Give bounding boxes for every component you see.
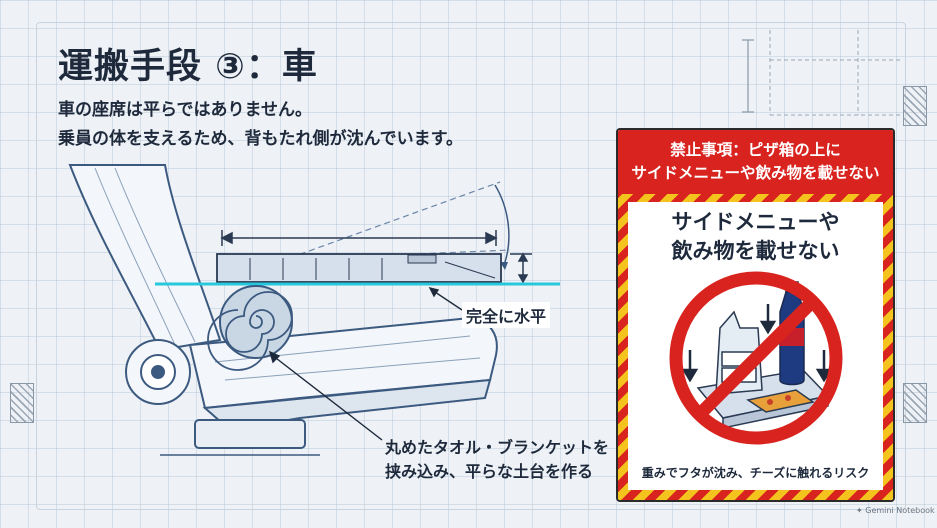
description-line-1: 車の座席は平らではありません。 bbox=[58, 100, 312, 120]
towel-leader bbox=[268, 350, 383, 441]
watermark: ✦ Gemini Notebook bbox=[856, 506, 935, 515]
watermark-text: Gemini Notebook bbox=[865, 506, 935, 515]
towel-label-line-1: 丸めたタオル・ブランケットを bbox=[385, 438, 610, 457]
down-arrow-icon bbox=[681, 304, 833, 383]
warning-risk-text: 重みでフタが沈み、チーズに触れるリスク bbox=[641, 466, 870, 480]
warning-headline-line-2: 飲み物を載せない bbox=[671, 239, 840, 263]
box-height-marker bbox=[510, 252, 532, 284]
towel-label-line-2: 挟み込み、平らな土台を作る bbox=[385, 462, 594, 481]
slide-frame bbox=[36, 22, 906, 510]
level-leader bbox=[428, 286, 463, 311]
frame-hatch-left bbox=[10, 383, 34, 423]
frame-hatch-right bbox=[903, 383, 927, 423]
rolled-towel-icon bbox=[207, 285, 293, 371]
warning-header-line-2: サイドメニューや飲み物を載せない bbox=[631, 164, 880, 182]
tilt-angle-arc bbox=[494, 184, 510, 263]
warning-headline: サイドメニューや 飲み物を載せない bbox=[628, 208, 883, 266]
logo-icon: ✦ bbox=[856, 506, 866, 515]
ban-illustration bbox=[669, 271, 843, 445]
warning-headline-line-1: サイドメニューや bbox=[671, 210, 840, 234]
warning-header: 禁止事項：ピザ箱の上に サイドメニューや飲み物を載せない bbox=[618, 130, 893, 194]
recline-mechanism bbox=[125, 339, 191, 405]
level-label: 完全に水平 bbox=[462, 302, 551, 328]
blueprint-dimension-lines bbox=[769, 30, 900, 116]
tilt-arc-arrowhead bbox=[500, 262, 508, 270]
frame-hatch-top-right bbox=[903, 86, 927, 126]
warning-panel: 禁止事項：ピザ箱の上に サイドメニューや飲み物を載せない サイドメニューや 飲み… bbox=[616, 128, 895, 502]
warning-content: サイドメニューや 飲み物を載せない bbox=[628, 202, 883, 490]
box-width-dimension bbox=[220, 230, 498, 246]
seat-base bbox=[160, 378, 492, 456]
seat-backrest bbox=[68, 164, 222, 352]
backrest-seams bbox=[94, 167, 196, 346]
description-line-2: 乗員の体を支えるため、背もたれ側が沈んでいます。 bbox=[58, 129, 463, 149]
blueprint-dimension-marker bbox=[742, 39, 754, 113]
page-title: 運搬手段 ③：車 bbox=[58, 47, 318, 87]
pizza-box bbox=[216, 253, 502, 283]
warning-header-line-1: 禁止事項：ピザ箱の上に bbox=[670, 141, 841, 159]
ban-sign-icon bbox=[669, 271, 843, 445]
